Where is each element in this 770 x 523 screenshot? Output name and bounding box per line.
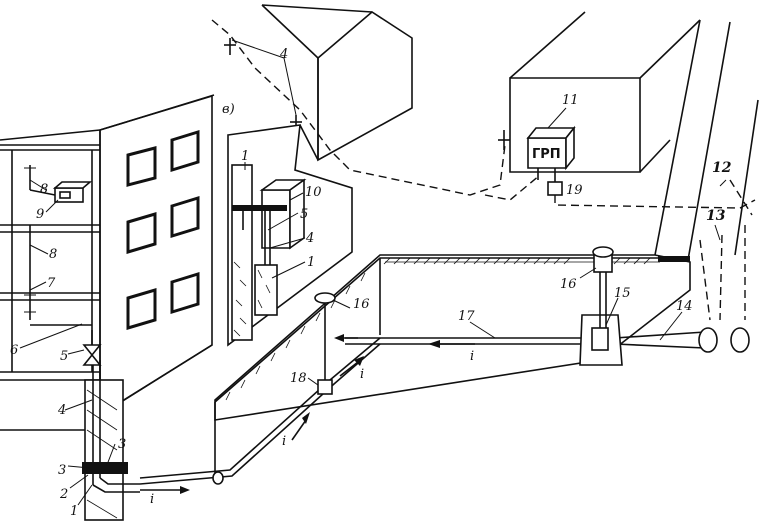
carpet-cover-right [592,246,614,273]
callout-labels: 1 2 3 3 4 5 6 7 8 8 9 в) 1 10 5 4 1 4 11… [10,47,732,519]
callout-11: 11 [562,93,579,108]
control-unit-box [547,181,563,196]
callout-4-top: 4 [279,47,288,62]
house-inlet [82,360,140,521]
callout-13: 13 [706,208,726,224]
callout-7: 7 [47,276,56,291]
callout-1-bottom: 1 [70,504,78,519]
callout-8-upper: 8 [40,182,48,197]
slope-label-mid: i [360,367,364,382]
leader-lines [19,39,727,506]
callout-5-inset: 5 [300,207,308,222]
condensate-collector [317,379,333,395]
gas-riser [24,165,102,366]
protective-case [82,462,128,474]
callout-19: 19 [566,183,583,198]
callout-12: 12 [712,160,732,176]
valve-chamber [579,270,623,366]
callout-10: 10 [305,185,322,200]
grp-cabinet: ГРП [526,125,576,171]
callout-16-right: 16 [560,277,577,292]
callout-4-inset: 4 [305,231,314,246]
slope-label-right: i [470,349,474,364]
inset-label: в) [222,102,235,117]
grp-building [509,11,759,261]
callout-8-lower: 8 [49,247,57,262]
callout-5-house: 5 [60,349,68,364]
slope-arrows [140,334,475,494]
overhead-valves [224,38,556,182]
far-house [261,4,413,162]
underground-pipes [139,327,750,485]
dashed-gas-lines [211,19,756,321]
slope-label-diagonal: i [282,434,286,449]
callout-9: 9 [36,207,44,222]
inset-detail [227,124,353,347]
callout-15: 15 [614,286,631,301]
road-edge [658,256,690,262]
callout-14: 14 [676,299,693,314]
callout-2: 2 [59,487,68,502]
callout-16-left: 16 [353,297,370,312]
callout-4-house: 4 [57,403,66,418]
callout-1-inset-top: 1 [241,149,249,164]
callout-3-left: 3 [58,463,66,478]
slope-label-bottom: i [150,492,154,507]
building-windows [126,129,200,331]
callout-3-right: 3 [118,437,126,452]
carpet-cover-left [314,292,336,380]
callout-18: 18 [290,371,307,386]
callout-17: 17 [458,309,475,324]
callout-6: 6 [10,343,18,358]
ground-hatching [225,257,651,401]
grp-label: ГРП [532,147,561,162]
callout-1-inset-bottom: 1 [307,255,315,270]
